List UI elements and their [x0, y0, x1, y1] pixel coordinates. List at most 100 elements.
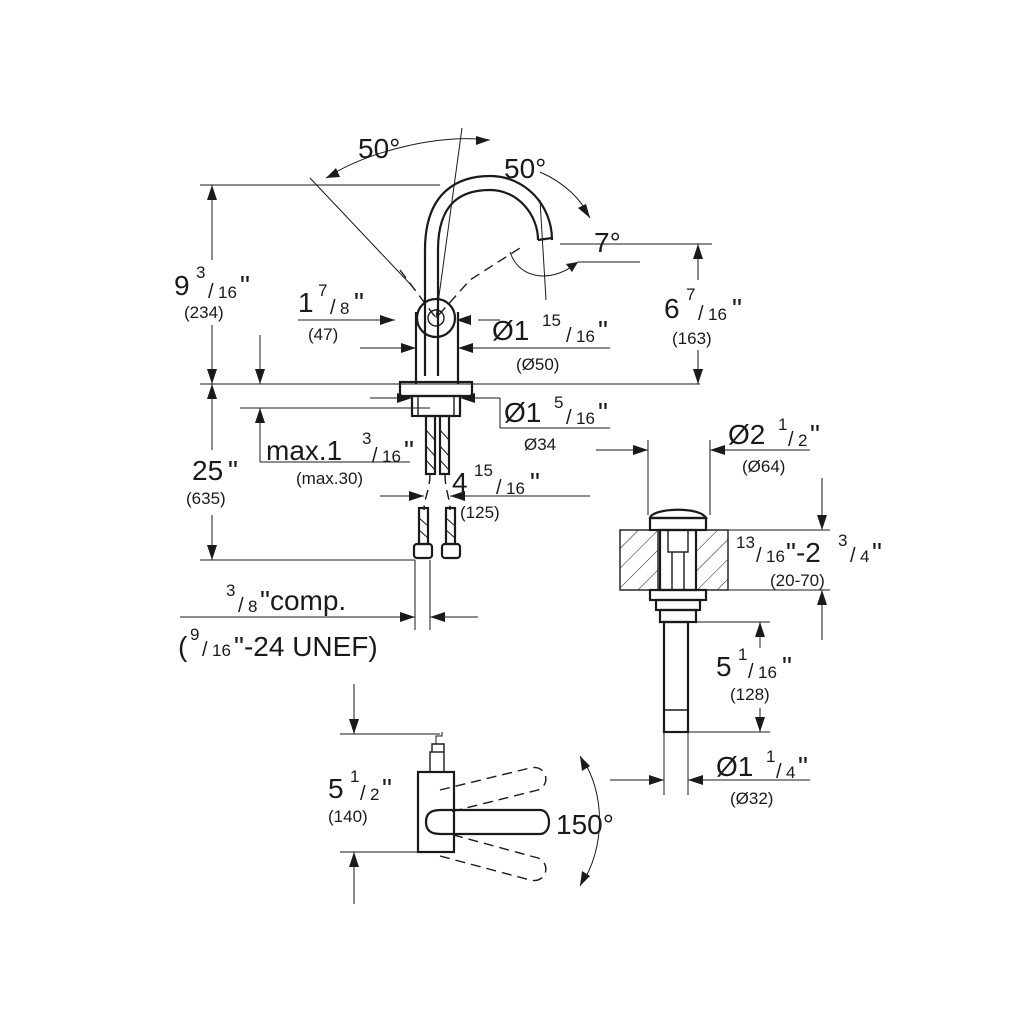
- fraction-slash: /: [756, 545, 762, 567]
- unef-num: 9: [190, 625, 199, 644]
- body-knob-inner: [427, 309, 445, 327]
- hose-left: [423, 473, 431, 511]
- fraction-slash: /: [360, 783, 366, 805]
- unef-den: 16: [212, 641, 231, 660]
- spout-offset-label: 1 7 / 8 " (47): [298, 281, 364, 344]
- drain-dimensions: [596, 440, 830, 795]
- hose-right: [444, 473, 451, 511]
- inch-mark: ": [872, 537, 882, 568]
- spout-height-label: 6 7 / 16 " (163): [664, 285, 742, 348]
- base-dia-num: 5: [554, 393, 563, 412]
- comp-label: 3 / 8 "comp.: [226, 581, 346, 617]
- shank-spacing-whole: 4: [452, 467, 468, 498]
- handle-height-label: 5 1 / 2 " (140): [328, 767, 392, 826]
- spout-height-mm: (163): [672, 329, 712, 348]
- max-thick-den: 16: [382, 447, 401, 466]
- drain-dia-den: 2: [798, 431, 807, 450]
- inch-mark: ": [598, 397, 608, 428]
- spout-height-num: 7: [686, 285, 695, 304]
- handle-view: [416, 732, 600, 887]
- handle-height-den: 2: [370, 785, 379, 804]
- body-dia-mm: (Ø50): [516, 355, 559, 374]
- base-dia-label: Ø1 5 / 16 " Ø34: [504, 393, 608, 454]
- drain-dia-whole: Ø2: [728, 419, 765, 450]
- fraction-slash: /: [776, 761, 782, 783]
- inch-mark: ": [732, 293, 742, 324]
- inch-mark: ": [798, 751, 808, 782]
- height-total-num: 3: [196, 263, 205, 282]
- drain-view: [619, 508, 729, 734]
- angle-top-label: 50°: [358, 133, 400, 164]
- inch-mark: ": [382, 773, 392, 804]
- countertop-left: [619, 529, 659, 591]
- tail-dia-whole: Ø1: [716, 751, 753, 782]
- handle-height-mm: (140): [328, 807, 368, 826]
- angle-right-label: 50°: [504, 153, 546, 184]
- drain-tailpiece: [662, 620, 690, 734]
- fraction-slash: /: [788, 429, 794, 451]
- fraction-slash: /: [566, 325, 572, 347]
- max-thickness-label: max.1 3 / 16 " (max.30): [266, 429, 414, 488]
- angle-handle-label: 150°: [556, 809, 614, 840]
- shank-spacing-label: 4 15 / 16 " (125): [452, 461, 540, 522]
- base-dia-whole: Ø1: [504, 397, 541, 428]
- height-total-label: 9 3 / 16 " (234): [174, 263, 250, 322]
- drain-dia-label: Ø2 1 / 2 " (Ø64): [728, 415, 820, 476]
- counter-den2: 4: [860, 547, 869, 566]
- tail-dia-num: 1: [766, 747, 775, 766]
- handle-height-whole: 5: [328, 773, 344, 804]
- comp-num: 3: [226, 581, 235, 600]
- counter-num: 13: [736, 533, 755, 552]
- spout-tip: [537, 236, 553, 242]
- tail-dia-label: Ø1 1 / 4 " (Ø32): [716, 747, 808, 808]
- inch-mark: ": [598, 315, 608, 346]
- countertop-right: [695, 529, 729, 591]
- inch-mark: ": [228, 455, 238, 486]
- comp-den: 8: [248, 597, 257, 616]
- handle-body: [416, 770, 456, 854]
- height-total-mm: (234): [184, 303, 224, 322]
- handle-height-num: 1: [350, 767, 359, 786]
- angle-top: 50°: [358, 133, 400, 164]
- comp-text: "comp.: [260, 585, 346, 616]
- base-dia-den: 16: [576, 409, 595, 428]
- faucet-front-view: [398, 127, 554, 560]
- height-total-whole: 9: [174, 270, 190, 301]
- counter-mm: (20-70): [770, 571, 825, 590]
- inch-mark: ": [354, 287, 364, 318]
- spout-height-whole: 6: [664, 293, 680, 324]
- counter-thickness-label: 13 / 16 "-2 3 / 4 " (20-70): [736, 531, 882, 590]
- drain-dia-mm: (Ø64): [742, 457, 785, 476]
- body-dia-den: 16: [576, 327, 595, 346]
- unef-open: (: [178, 631, 188, 662]
- hose-length-whole: 25: [192, 455, 223, 486]
- hose-length-mm: (635): [186, 489, 226, 508]
- fraction-slash: /: [238, 595, 244, 617]
- hose-length-label: 25 " (635): [186, 455, 238, 508]
- base-dia-mm: Ø34: [524, 435, 556, 454]
- tail-length-mm: (128): [730, 685, 770, 704]
- body-dia-label: Ø1 15 / 16 " (Ø50): [492, 311, 608, 374]
- handle-lever: [424, 808, 551, 836]
- spout-offset-num: 7: [318, 281, 327, 300]
- shank-spacing-den: 16: [506, 479, 525, 498]
- spout-inner: [436, 188, 540, 376]
- shank-spacing-num: 15: [474, 461, 493, 480]
- drain-cap: [648, 508, 708, 520]
- spout-ghost: [399, 247, 521, 320]
- fraction-slash: /: [850, 545, 856, 567]
- spout-offset-den: 8: [340, 299, 349, 318]
- base-nut: [410, 394, 462, 418]
- fraction-slash: /: [496, 477, 502, 499]
- spout-offset-whole: 1: [298, 287, 314, 318]
- fraction-slash: /: [208, 281, 214, 303]
- unef-text: "-24 UNEF): [234, 631, 378, 662]
- angle-right: 50°: [504, 153, 546, 184]
- spout-offset-mm: (47): [308, 325, 338, 344]
- tail-dia-mm: (Ø32): [730, 789, 773, 808]
- handle-dimensions: [340, 684, 440, 904]
- max-thick-whole: max.1: [266, 435, 342, 466]
- tail-length-den: 16: [758, 663, 777, 682]
- fraction-slash: /: [698, 303, 704, 325]
- counter-mid: "-2: [786, 537, 821, 568]
